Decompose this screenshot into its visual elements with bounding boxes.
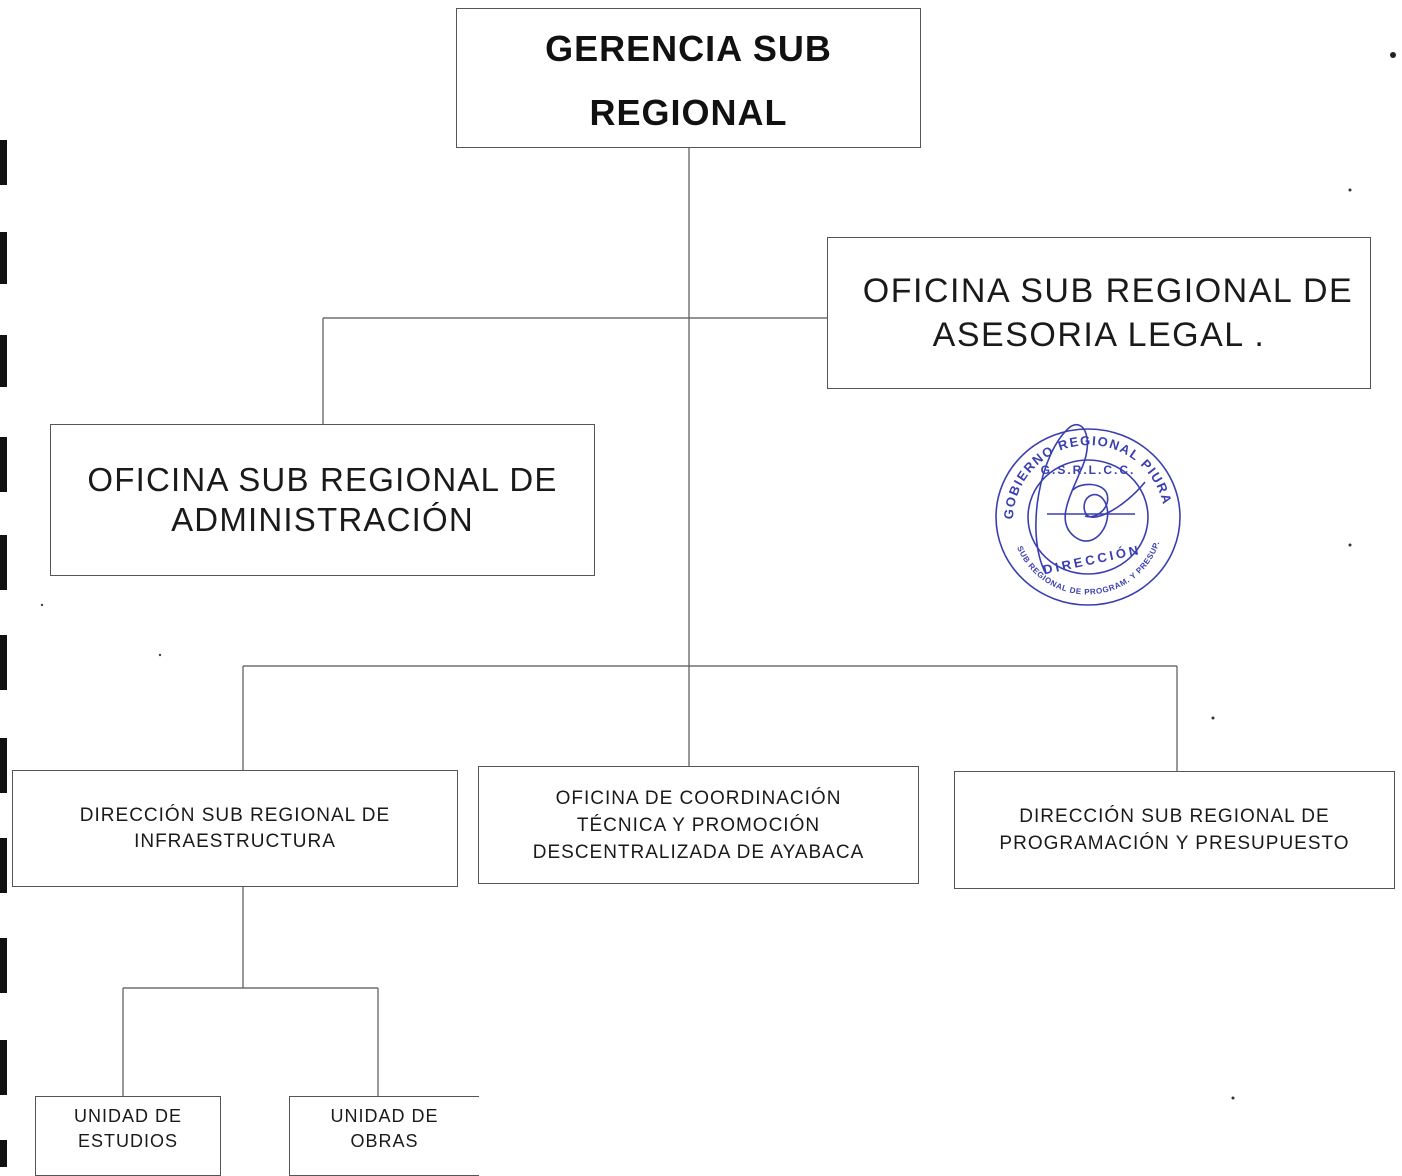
seal-signature-stroke — [1072, 483, 1109, 518]
node-gerencia-sub-regional: GERENCIA SUB REGIONAL — [456, 8, 921, 148]
node-label-line: GERENCIA SUB — [545, 28, 832, 69]
scan-edge-mark — [0, 335, 7, 387]
scan-speck — [1348, 188, 1352, 192]
node-label-line: TÉCNICA Y PROMOCIÓN — [576, 814, 821, 836]
node-label-line: ESTUDIOS — [77, 1131, 178, 1151]
node-label-line: ASESORIA LEGAL . — [932, 316, 1266, 354]
scan-speck — [1211, 716, 1215, 720]
node-label-line: UNIDAD DE — [330, 1106, 439, 1126]
scan-edge-mark — [0, 938, 7, 993]
scan-edge-mark — [0, 635, 7, 690]
node-unidad-obras: UNIDAD DE OBRAS — [289, 1096, 479, 1176]
node-label-line: OFICINA SUB REGIONAL DE — [862, 272, 1354, 310]
node-unidad-estudios: UNIDAD DE ESTUDIOS — [35, 1096, 221, 1176]
scan-speck — [1348, 543, 1352, 547]
scan-speck — [1390, 52, 1396, 58]
node-label-line: DIRECCIÓN SUB REGIONAL DE — [1019, 806, 1330, 827]
scan-edge-mark — [0, 232, 7, 284]
node-label-line: REGIONAL — [589, 92, 788, 133]
node-asesoria-legal: OFICINA SUB REGIONAL DE ASESORIA LEGAL . — [827, 237, 1371, 389]
node-label-line: OFICINA SUB REGIONAL DE — [87, 461, 558, 498]
scan-edge-mark — [0, 535, 7, 590]
node-label-line: OBRAS — [350, 1131, 419, 1151]
seal-text-inner-bottom: DIRECCIÓN — [1042, 542, 1143, 577]
node-label-line: DESCENTRALIZADA DE AYABACA — [532, 841, 865, 863]
scan-edge-mark — [0, 1140, 7, 1167]
node-label-line: PROGRAMACIÓN Y PRESUPUESTO — [999, 833, 1350, 854]
scan-speck — [1231, 1096, 1235, 1100]
scan-edge-mark — [0, 738, 7, 793]
node-administracion: OFICINA SUB REGIONAL DE ADMINISTRACIÓN — [50, 424, 595, 576]
seal-inner-ring — [1027, 459, 1149, 575]
scan-edge-mark — [0, 838, 7, 893]
node-label-line: DIRECCIÓN SUB REGIONAL DE — [79, 804, 391, 826]
scan-edge-mark — [0, 140, 7, 185]
node-direccion-programacion-presupuesto: DIRECCIÓN SUB REGIONAL DE PROGRAMACIÓN Y… — [954, 771, 1395, 889]
scan-speck — [158, 653, 162, 657]
scan-speck — [40, 603, 44, 607]
official-seal-stamp: GOBIERNO REGIONAL PIURA SUB REGIONAL DE … — [995, 424, 1181, 606]
scan-edge-mark — [0, 1040, 7, 1095]
seal-text-inner-top: G.S.R.L.C.C. — [1041, 463, 1136, 477]
scan-edge-mark — [0, 437, 7, 492]
node-oficina-coordinacion-ayabaca: OFICINA DE COORDINACIÓN TÉCNICA Y PROMOC… — [478, 766, 919, 884]
seal-outer-ring — [995, 428, 1181, 606]
seal-signature-stroke — [1035, 424, 1146, 573]
node-label-line: OFICINA DE COORDINACIÓN — [555, 787, 842, 809]
node-direccion-infraestructura: DIRECCIÓN SUB REGIONAL DE INFRAESTRUCTUR… — [12, 770, 458, 887]
node-label-line: INFRAESTRUCTURA — [134, 830, 336, 852]
node-label-line: UNIDAD DE — [73, 1106, 182, 1126]
node-label-line: ADMINISTRACIÓN — [171, 501, 474, 538]
